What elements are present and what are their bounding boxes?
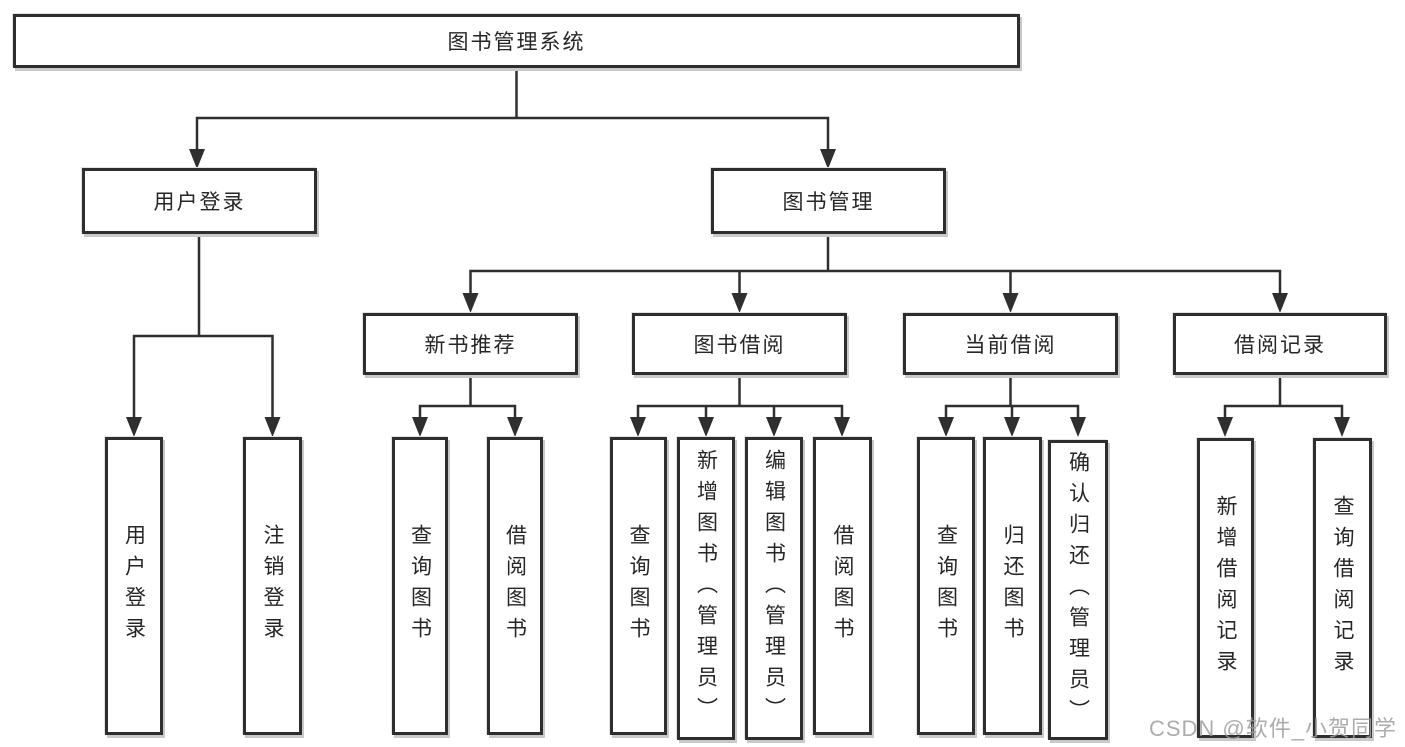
connector-level1-rail: [195, 116, 830, 150]
leaf-records-add-borrow-record: 新增借阅记录: [1197, 438, 1254, 738]
arrowhead: [834, 417, 850, 437]
node-new-book-recommend: 新书推荐: [363, 313, 578, 375]
node-label: 图书管理系统: [447, 31, 586, 54]
arrowhead: [731, 293, 748, 313]
node-label: 查询图书: [408, 524, 432, 648]
node-label: 当前借阅: [964, 334, 1057, 357]
node-label: 新增图书（管理员）: [694, 449, 718, 728]
node-label: 新书推荐: [424, 334, 517, 357]
leaf-logout: 注销登录: [243, 437, 302, 735]
arrowhead: [1002, 293, 1019, 313]
node-current-borrowing: 当前借阅: [903, 313, 1118, 375]
connector-new-book-rail: [418, 404, 517, 418]
arrowhead: [126, 417, 142, 437]
node-label: 查询图书: [627, 524, 650, 648]
arrowhead: [820, 149, 836, 169]
connector-records-rail: [1223, 404, 1344, 418]
arrowhead: [698, 417, 714, 437]
node-label: 新增借阅记录: [1214, 495, 1237, 681]
node-library-management-system: 图书管理系统: [13, 14, 1020, 68]
leaf-newrec-query-books: 查询图书: [392, 437, 448, 735]
arrowhead: [1070, 417, 1086, 437]
arrowhead: [412, 417, 428, 437]
node-label: 确认归还（管理员）: [1066, 450, 1090, 730]
leaf-current-return-books: 归还图书: [983, 437, 1042, 735]
node-book-borrowing: 图书借阅: [632, 313, 847, 375]
node-user-login: 用户登录: [82, 168, 317, 234]
arrowhead: [1334, 417, 1350, 437]
connector-level2-rail: [469, 269, 1282, 294]
node-label: 借阅图书: [831, 524, 854, 648]
node-label: 归还图书: [1001, 524, 1024, 648]
leaf-borrow-query-books: 查询图书: [610, 437, 667, 735]
leaf-current-confirm-return-admin: 确认归还（管理员）: [1048, 440, 1108, 740]
connector-book-borrow-rail: [636, 404, 844, 418]
node-label: 查询借阅记录: [1331, 495, 1354, 681]
node-label: 注销登录: [261, 524, 284, 648]
connector-user-login-rail: [132, 334, 274, 418]
leaf-newrec-borrow-books: 借阅图书: [487, 437, 543, 735]
leaf-records-query-borrow-record: 查询借阅记录: [1313, 438, 1372, 738]
node-label: 图书借阅: [693, 334, 786, 357]
node-label: 借阅记录: [1234, 334, 1326, 357]
leaf-current-query-books: 查询图书: [917, 437, 975, 735]
arrowhead: [766, 417, 782, 437]
node-label: 用户登录: [153, 191, 246, 214]
node-label: 用户登录: [122, 524, 146, 648]
arrowhead: [507, 417, 523, 437]
arrowhead: [1217, 417, 1233, 437]
node-book-management: 图书管理: [711, 168, 946, 234]
arrowhead: [1272, 293, 1288, 313]
leaf-borrow-add-books-admin: 新增图书（管理员）: [677, 437, 735, 740]
arrowhead: [630, 417, 646, 437]
csdn-watermark: CSDN @软件_小贺同学: [1148, 716, 1397, 741]
arrowhead: [462, 293, 479, 313]
node-label: 查询图书: [934, 524, 958, 648]
node-label: 编辑图书（管理员）: [762, 449, 786, 728]
node-label: 图书管理: [782, 191, 875, 214]
leaf-user-login: 用户登录: [105, 437, 163, 735]
connector-current-borrow-rail: [944, 404, 1080, 418]
leaf-borrow-borrow-books: 借阅图书: [813, 437, 872, 735]
arrowheads: [126, 149, 1350, 437]
connector-lines: [132, 68, 1344, 418]
arrowhead: [1004, 417, 1020, 437]
node-label: 借阅图书: [503, 524, 527, 648]
arrowhead: [264, 417, 281, 437]
leaf-borrow-edit-books-admin: 编辑图书（管理员）: [745, 437, 803, 740]
arrowhead: [189, 149, 205, 169]
node-borrowing-records: 借阅记录: [1173, 313, 1387, 375]
arrowhead: [938, 417, 954, 437]
